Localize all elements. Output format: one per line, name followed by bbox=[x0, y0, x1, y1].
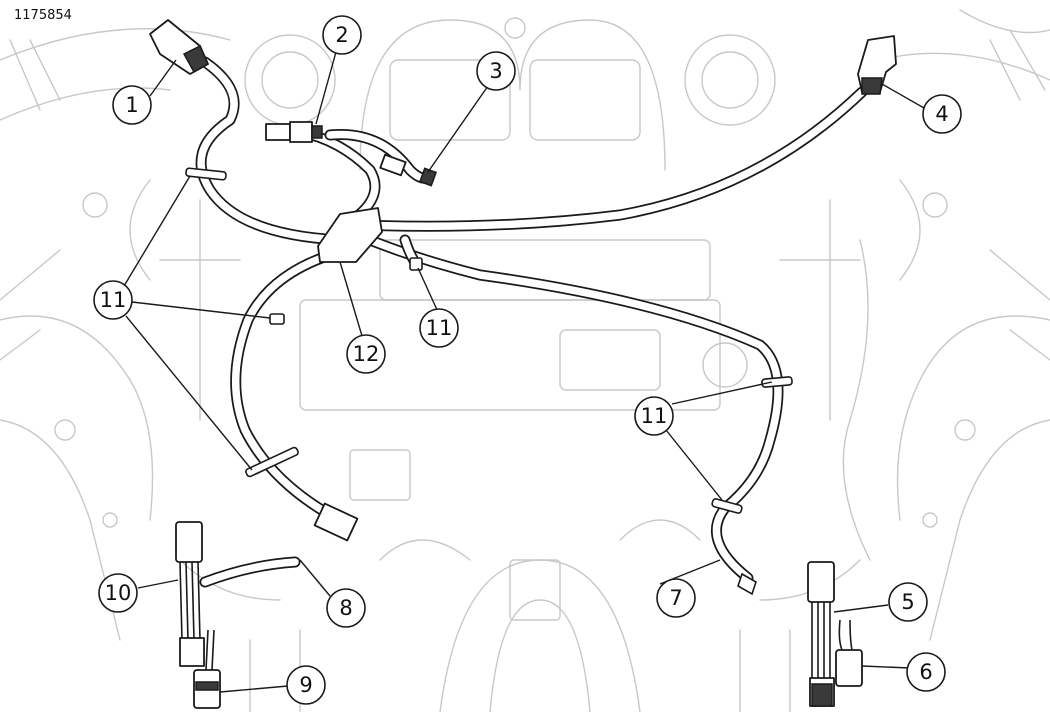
connector-1 bbox=[149, 19, 209, 75]
callout-12-label: 12 bbox=[353, 342, 380, 366]
connector-5 bbox=[807, 561, 835, 707]
connector-8 bbox=[313, 502, 359, 542]
callout-2-label: 2 bbox=[335, 23, 348, 47]
callout-11-center-label: 11 bbox=[426, 316, 453, 340]
cable-tie bbox=[409, 257, 423, 271]
callout-3: 3 bbox=[476, 51, 516, 91]
callout-4: 4 bbox=[922, 94, 962, 134]
cable-ties bbox=[185, 167, 793, 514]
leader-lines bbox=[123, 51, 925, 693]
callout-11-right-label: 11 bbox=[641, 404, 668, 428]
callouts: 1 2 3 4 5 6 7 8 9 10 11 11 11 12 bbox=[93, 15, 962, 705]
callout-11-center: 11 bbox=[419, 308, 459, 348]
cable-tie bbox=[761, 376, 793, 388]
connector-2 bbox=[265, 121, 323, 143]
cable-tie bbox=[245, 446, 299, 478]
cable-tie bbox=[185, 167, 227, 181]
callout-5: 5 bbox=[888, 582, 928, 622]
cable-tie bbox=[269, 313, 285, 325]
callout-5-label: 5 bbox=[901, 590, 914, 614]
callout-4-label: 4 bbox=[935, 102, 948, 126]
callout-1: 1 bbox=[112, 85, 152, 125]
connector-10 bbox=[175, 521, 205, 667]
callout-10-label: 10 bbox=[105, 581, 132, 605]
background-engine bbox=[0, 9, 1050, 712]
connector-6 bbox=[835, 619, 863, 687]
callout-6-label: 6 bbox=[919, 660, 932, 684]
callout-8: 8 bbox=[326, 588, 366, 628]
connector-4 bbox=[857, 35, 897, 95]
callout-6: 6 bbox=[906, 652, 946, 692]
callout-12: 12 bbox=[346, 334, 386, 374]
connector-7 bbox=[737, 572, 757, 596]
callout-11-right: 11 bbox=[634, 396, 674, 436]
callout-7: 7 bbox=[656, 578, 696, 618]
callout-11-left: 11 bbox=[93, 280, 133, 320]
connector-9 bbox=[193, 629, 221, 709]
cable-tie bbox=[711, 498, 743, 514]
callout-9: 9 bbox=[286, 665, 326, 705]
figure-id: 1175854 bbox=[14, 8, 72, 23]
harness-junction-block bbox=[317, 207, 383, 263]
callout-11-left-label: 11 bbox=[100, 288, 127, 312]
callout-8-label: 8 bbox=[339, 596, 352, 620]
callout-2: 2 bbox=[322, 15, 362, 55]
callout-10: 10 bbox=[98, 573, 138, 613]
callout-7-label: 7 bbox=[669, 586, 682, 610]
connector-3 bbox=[379, 153, 437, 187]
callout-9-label: 9 bbox=[299, 673, 312, 697]
callout-3-label: 3 bbox=[489, 59, 502, 83]
callout-1-label: 1 bbox=[125, 93, 138, 117]
